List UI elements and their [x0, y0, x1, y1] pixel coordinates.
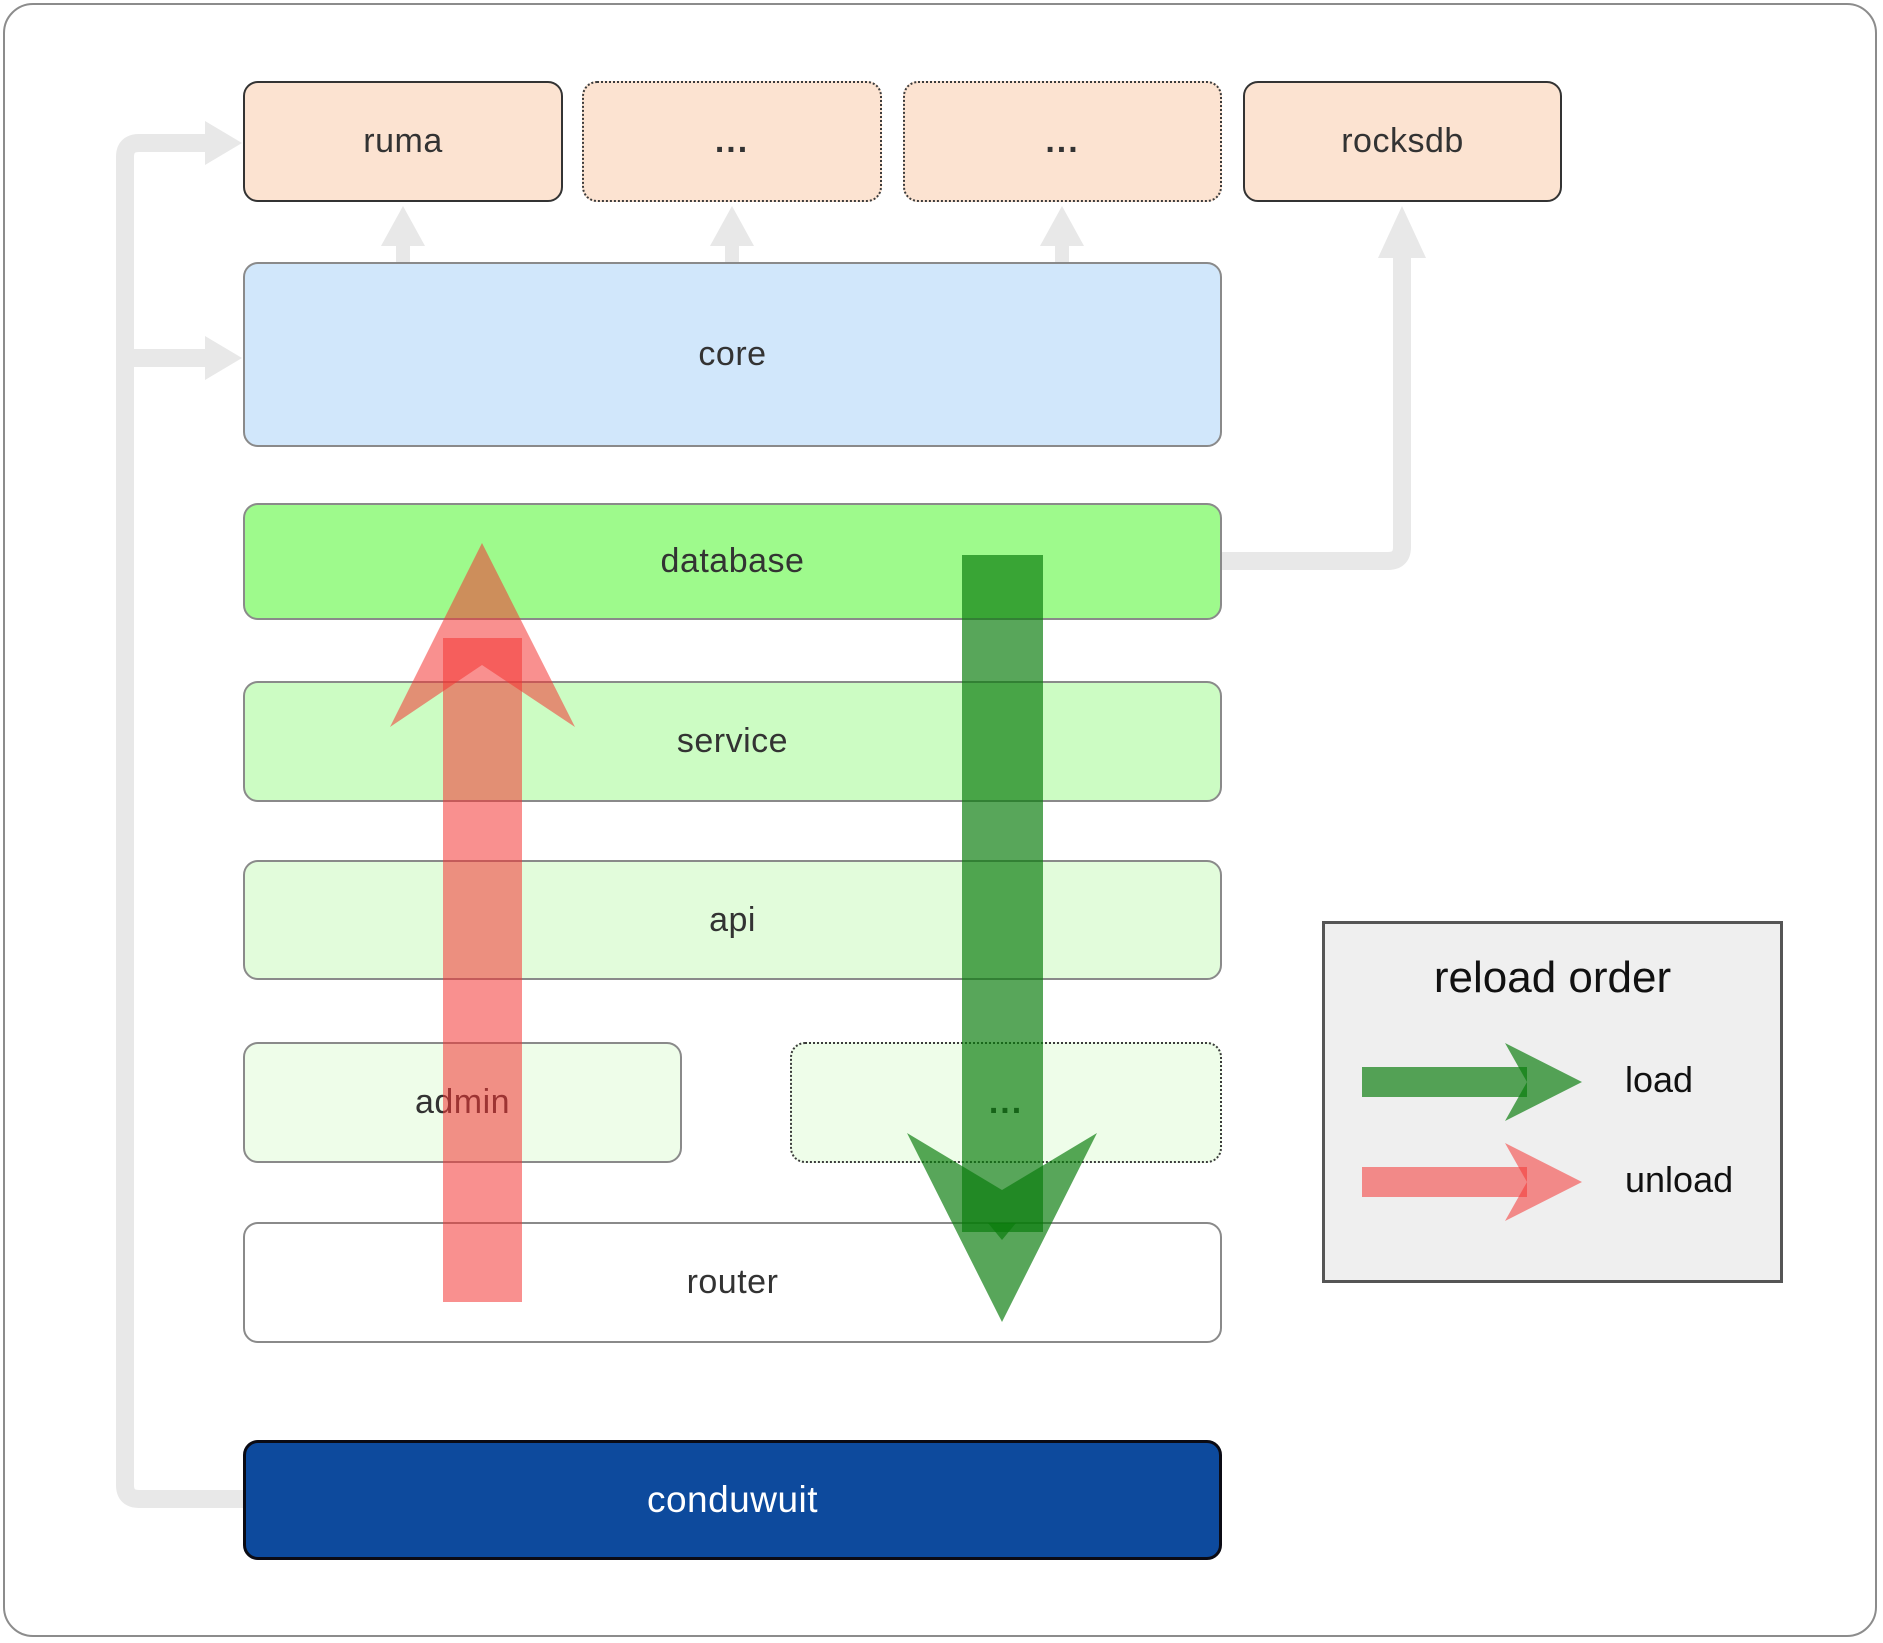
core-up-arrow-shaft — [725, 244, 739, 263]
core-up-arrow-head — [710, 206, 754, 246]
box-api: api — [243, 860, 1222, 980]
core-up-arrow-head — [1040, 206, 1084, 246]
box-conduwuit: conduwuit — [243, 1440, 1222, 1560]
legend-label-load: load — [1625, 1059, 1694, 1100]
connector-conduwuit-trunk — [116, 134, 243, 1508]
box-router: router — [243, 1222, 1222, 1343]
core-up-arrow-head — [381, 206, 425, 246]
legend-unload-arrow-icon — [1362, 1143, 1582, 1221]
box-core-label: core — [698, 335, 767, 373]
connector-database-rocksdb — [1222, 258, 1411, 570]
box-core: core — [243, 262, 1222, 447]
box-conduwuit-label: conduwuit — [646, 1479, 819, 1520]
unload-arrow-icon — [390, 543, 575, 1302]
legend-load-arrow-icon — [1362, 1043, 1582, 1121]
load-arrow-shaft — [962, 555, 1043, 1232]
box-service-label: service — [676, 722, 789, 760]
box-router-label: router — [686, 1263, 779, 1301]
legend-title: reload order — [1433, 953, 1672, 1002]
box-ellipsis-1: ... — [582, 81, 882, 202]
legend-panel — [1322, 921, 1783, 1283]
box-api-label: api — [709, 900, 756, 939]
load-arrow-icon — [907, 555, 1097, 1322]
box-rocksdb-label: rocksdb — [1341, 122, 1464, 160]
box-ellipsis-2-label: ... — [1045, 122, 1080, 160]
diagram-frame — [3, 3, 1877, 1637]
core-up-arrow-shaft — [1055, 244, 1069, 263]
unload-arrow-head — [390, 543, 575, 727]
box-ellipsis-1-label: ... — [714, 122, 750, 160]
legend-load-arrow-shaft — [1362, 1067, 1527, 1097]
load-arrow-notch — [988, 1223, 1016, 1240]
box-rocksdb: rocksdb — [1243, 81, 1562, 202]
box-database: database — [243, 503, 1222, 620]
unload-arrow-shaft — [443, 638, 522, 1302]
legend-label-unload: unload — [1625, 1159, 1734, 1200]
box-database-label: database — [660, 542, 805, 580]
legend-load-arrow-head — [1505, 1043, 1582, 1121]
legend-unload-arrow-shaft — [1362, 1167, 1527, 1197]
legend-unload-arrow-head — [1505, 1143, 1582, 1221]
arrowhead-to-rocksdb — [1378, 206, 1426, 258]
arrowhead-to-ruma — [205, 121, 242, 165]
arrowhead-to-core — [205, 336, 242, 380]
box-ruma-label: ruma — [363, 122, 443, 160]
core-up-arrow-shaft — [396, 244, 410, 263]
box-ellipsis-2: ... — [903, 81, 1222, 202]
box-ruma: ruma — [243, 81, 563, 202]
